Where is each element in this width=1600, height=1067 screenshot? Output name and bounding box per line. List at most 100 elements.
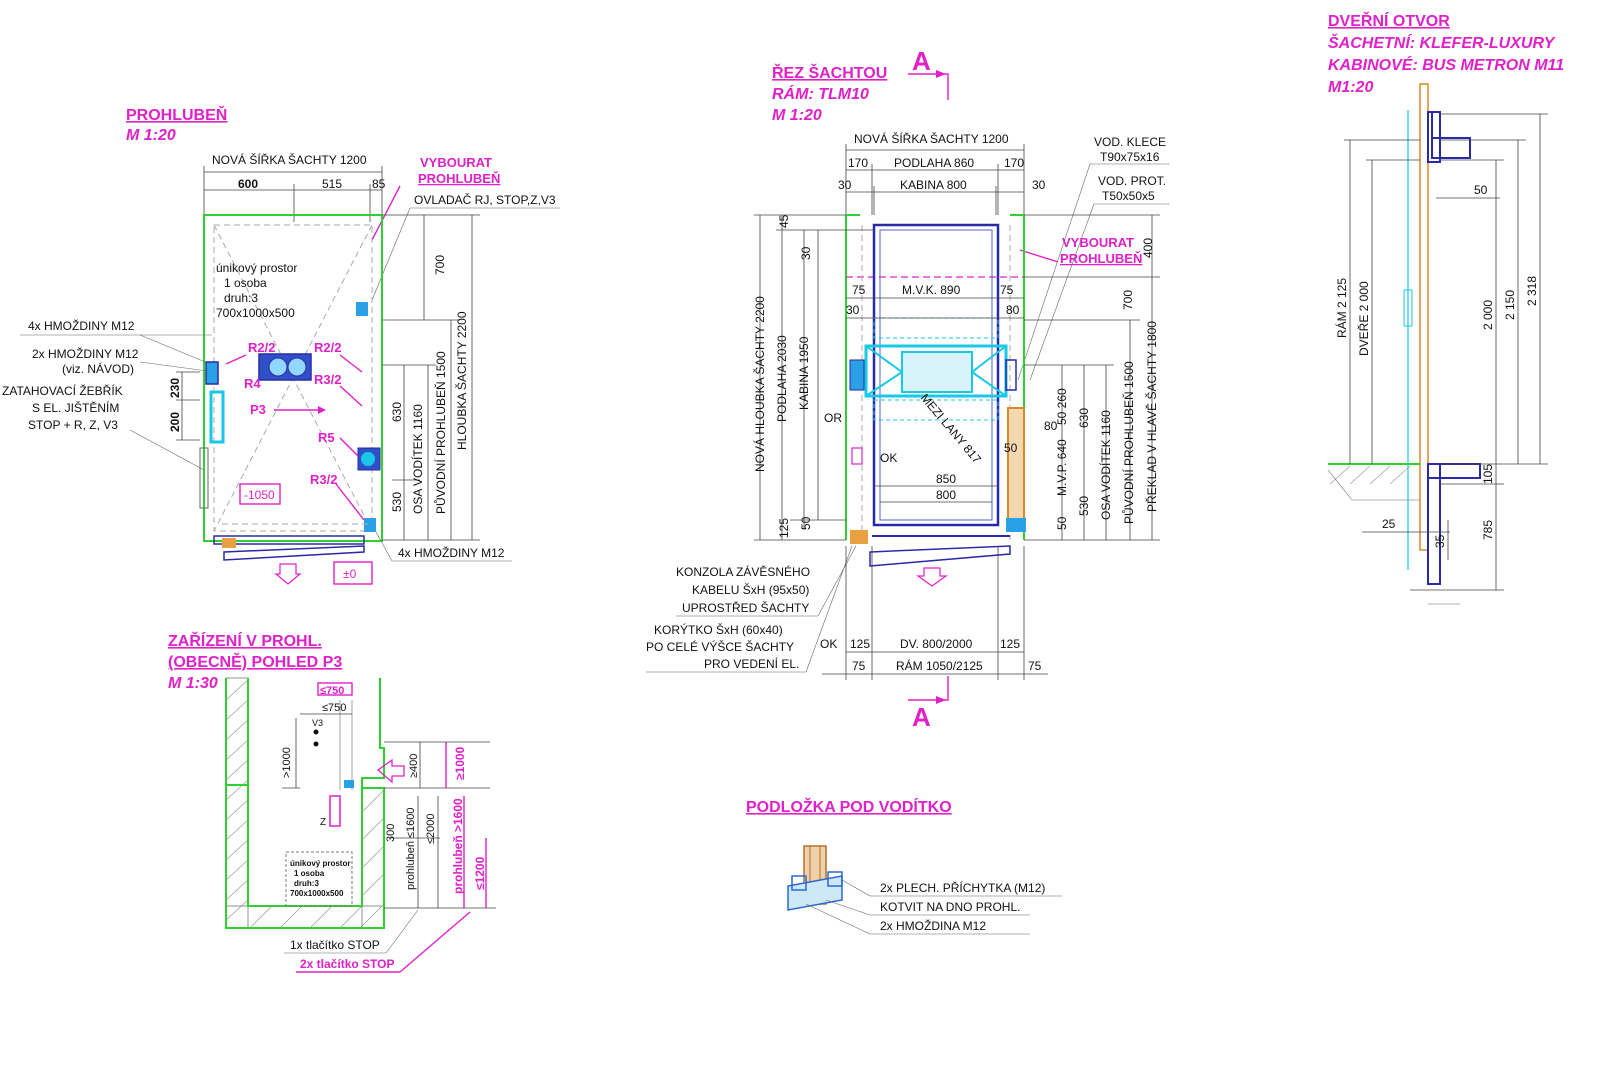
section-cabin: KABINA 800 — [900, 178, 967, 192]
pit-level-zero-box — [333, 561, 373, 585]
section-d75c: 75 — [852, 659, 866, 673]
door-cabin: KABINOVÉ: BUS METRON M11 — [1328, 55, 1564, 74]
section-or: OR — [824, 411, 842, 425]
shaft-section: ŘEZ ŠACHTOU RÁM: TLM10 M 1:20 A A NOVÁ Š… — [646, 46, 1170, 732]
pit-r4: R4 — [244, 376, 261, 391]
pit-ladder-bracket — [205, 361, 219, 385]
pit-plan: PROHLUBEŇ M 1:20 NOVÁ ŠÍŘKA ŠACHTY 1200 … — [2, 105, 560, 585]
door-shaft: ŠACHETNÍ: KLEFER-LUXURY — [1328, 33, 1556, 52]
section-d630: 630 — [1077, 408, 1091, 428]
section-marker-a-top: A — [912, 46, 931, 76]
pit-r22a: R2/2 — [248, 340, 275, 355]
section-trunk-2: PO CELÉ VÝŠCE ŠACHTY — [646, 639, 794, 654]
pit-refuge-2: 1 osoba — [224, 276, 267, 290]
pit-d600: 600 — [238, 177, 258, 191]
section-trunk-3: PRO VEDENÍ EL. — [704, 656, 799, 671]
section-cab-guide-1: VOD. KLECE — [1094, 135, 1166, 149]
section-d50b: 50 — [799, 516, 813, 530]
equip-refuge-1: únikový prostor — [290, 859, 350, 868]
pit-level-neg-box — [239, 483, 281, 505]
section-d30a: 30 — [838, 178, 852, 192]
equip-refuge-2: 1 osoba — [294, 869, 325, 878]
section-door: DV. 800/2000 — [900, 637, 973, 651]
equip-refuge-4: 700x1000x500 — [290, 889, 344, 898]
section-d30b: 30 — [1032, 178, 1046, 192]
section-d125a: 125 — [850, 637, 870, 651]
section-ok-1: OK — [880, 451, 897, 465]
guide-pad-l3: 2x HMOŽDINA M12 — [880, 918, 986, 933]
section-d400: 400 — [1141, 238, 1155, 258]
pit-level-neg: -1050 — [244, 488, 275, 502]
equip-le750a: ≤750 — [320, 685, 344, 697]
pit-d85: 85 — [372, 177, 386, 191]
section-d50c: 50 — [1055, 516, 1069, 530]
door-title: DVEŘNÍ OTVOR — [1328, 11, 1450, 30]
door-scale: M1:20 — [1328, 79, 1373, 96]
pit-equipment-view: ZAŘÍZENÍ V PROHL. (OBECNĚ) POHLED P3 M 1… — [168, 631, 496, 973]
door-d50: 50 — [1474, 183, 1488, 197]
section-mvp: M.V.P. 640 — [1055, 439, 1069, 496]
pit-d700: 700 — [433, 255, 447, 275]
pit-refuge-1: únikový prostor — [216, 261, 297, 275]
section-d125: 125 — [777, 518, 791, 538]
section-floor-v: PODLAHA 2030 — [775, 335, 789, 422]
equip-pit-gt1600: prohlubeň >1600 — [451, 798, 465, 894]
pit-r32b: R3/2 — [310, 472, 337, 487]
section-overhead: PŘEKLAD V HLAVĚ ŠACHTY 1800 — [1144, 321, 1159, 512]
section-new-depth: NOVÁ HLOUBKA ŠACHTY 2200 — [752, 296, 767, 472]
equip-gt1000: >1000 — [281, 747, 293, 778]
section-d170a: 170 — [848, 156, 868, 170]
equip-le2000: ≤2000 — [425, 813, 437, 844]
section-d30c: 30 — [846, 303, 860, 317]
section-frame-dim: RÁM 1050/2125 — [896, 658, 983, 673]
pit-controller: OVLADAČ RJ, STOP,Z,V3 — [414, 192, 556, 207]
pit-ladder — [209, 390, 225, 444]
pit-demolish-2: PROHLUBEŇ — [418, 171, 500, 186]
guide-pad-title: PODLOŽKA POD VODÍTKO — [746, 797, 952, 816]
pit-anchors-2x: 2x HMOŽDINY M12 — [32, 346, 139, 361]
pit-demolish-1: VYBOURAT — [420, 155, 492, 170]
section-d50a: 50 — [1004, 441, 1018, 455]
door-d2150: 2 150 — [1503, 290, 1517, 320]
equip-ge1000: ≥1000 — [453, 746, 467, 780]
pit-anchors-top: 4x HMOŽDINY M12 — [28, 318, 135, 333]
section-scale: M 1:20 — [772, 107, 822, 124]
pit-depth: HLOUBKA ŠACHTY 2200 — [454, 311, 469, 450]
section-d170b: 170 — [1004, 156, 1024, 170]
equip-view-arrow — [376, 758, 405, 784]
section-demolish-2: PROHLUBEŇ — [1060, 251, 1142, 266]
door-doors-dim: DVEŘE 2 000 — [1356, 281, 1371, 356]
guide-pad-l2: KOTVIT NA DNO PROHL. — [880, 900, 1020, 914]
equip-le750b: ≤750 — [322, 702, 346, 714]
equip-scale: M 1:30 — [168, 675, 218, 692]
pit-r5: R5 — [318, 430, 335, 445]
pit-d515: 515 — [322, 177, 342, 191]
door-d25: 25 — [1382, 517, 1396, 531]
pit-ladder-2: S EL. JIŠTĚNÍM — [32, 400, 119, 415]
pit-ladder-3: STOP + R, Z, V3 — [28, 418, 118, 432]
section-cw-guide-1: VOD. PROT. — [1098, 174, 1166, 188]
door-frame-profile — [1419, 83, 1429, 551]
pit-ladder-1: ZATAHOVACÍ ŽEBŘÍK — [2, 383, 123, 398]
section-d125b: 125 — [1000, 637, 1020, 651]
pit-walls — [203, 214, 383, 542]
equip-title-1: ZAŘÍZENÍ V PROHL. — [168, 631, 322, 650]
guide-pad-plate — [787, 875, 843, 911]
door-d105: 105 — [1481, 464, 1495, 484]
section-cabin-outline — [872, 223, 1000, 527]
section-guide-axis: OSA VODÍTEK 1160 — [1098, 410, 1113, 520]
pit-d630: 630 — [390, 402, 404, 422]
pit-anchors-2x-note: (viz. NÁVOD) — [62, 361, 134, 376]
equip-pit-outline — [225, 678, 385, 929]
equip-title-2: (OBECNĚ) POHLED P3 — [168, 652, 342, 671]
section-d530: 530 — [1077, 496, 1091, 516]
door-d2000: 2 000 — [1481, 300, 1495, 330]
section-cab-guide-2: T90x75x16 — [1100, 150, 1160, 164]
section-d45: 45 — [777, 214, 791, 228]
section-marker-a-bottom: A — [912, 702, 931, 732]
equip-pit-le1600: prohlubeň ≤1600 — [405, 808, 417, 891]
section-cabin-v: KABINA 1950 — [797, 336, 811, 410]
equip-d300: 300 — [385, 824, 397, 842]
pit-r32a: R3/2 — [314, 372, 341, 387]
pit-guide-axis: OSA VODÍTEK 1160 — [410, 404, 425, 514]
